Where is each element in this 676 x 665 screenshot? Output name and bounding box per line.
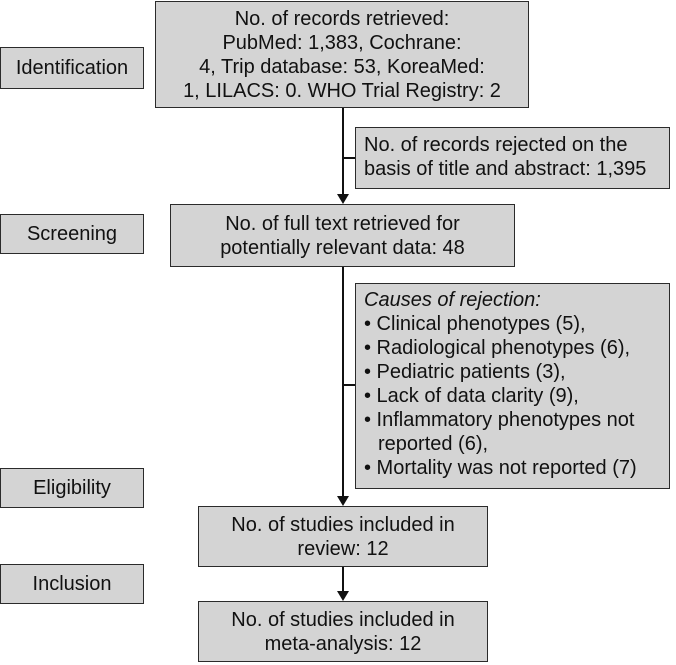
records-retrieved-line: No. of records retrieved: (234, 7, 450, 30)
stage-inclusion: Inclusion (0, 564, 144, 604)
meta-analysis-line: meta-analysis: 12 (264, 632, 422, 655)
review-line: No. of studies included in (231, 513, 455, 536)
stage-identification-label: Identification (15, 57, 129, 79)
full-text-box: No. of full text retrieved for potential… (170, 204, 515, 267)
records-retrieved-box: No. of records retrieved: PubMed: 1,383,… (155, 1, 529, 108)
cause-item: • Lack of data clarity (9), (364, 385, 579, 407)
review-line: review: 12 (297, 537, 389, 560)
records-rejected-line: basis of title and abstract: 1,395 (364, 158, 647, 180)
full-text-line: potentially relevant data: 48 (220, 236, 465, 259)
cause-item: • Inflammatory phenotypes not (364, 409, 635, 431)
records-retrieved-line: 1, LILACS: 0. WHO Trial Registry: 2 (183, 79, 501, 102)
records-retrieved-line: 4, Trip database: 53, KoreaMed: (199, 55, 485, 78)
cause-item: • Radiological phenotypes (6), (364, 337, 631, 359)
flow-arrow-head (337, 591, 349, 601)
flow-arrow-head (337, 194, 349, 204)
meta-analysis-line: No. of studies included in (231, 608, 455, 631)
meta-analysis-box: No. of studies included in meta-analysis… (198, 601, 488, 662)
stage-identification: Identification (0, 47, 144, 89)
causes-title: Causes of rejection: (364, 289, 541, 311)
stage-screening-label: Screening (26, 223, 118, 245)
stage-screening: Screening (0, 214, 144, 254)
stage-eligibility-label: Eligibility (33, 477, 111, 499)
records-rejected-box: No. of records rejected on the basis of … (355, 127, 670, 189)
rejected-branch-line (343, 157, 355, 159)
full-text-line: No. of full text retrieved for (225, 212, 460, 235)
stage-eligibility: Eligibility (0, 468, 144, 508)
records-retrieved-line: PubMed: 1,383, Cochrane: (222, 31, 462, 54)
causes-branch-line (343, 384, 355, 386)
records-rejected-line: No. of records rejected on the (364, 134, 628, 156)
cause-item-continuation: reported (6), (378, 433, 489, 455)
stage-inclusion-label: Inclusion (32, 573, 112, 595)
causes-of-rejection-box: Causes of rejection: • Clinical phenotyp… (355, 283, 670, 489)
flow-arrow-shaft (342, 267, 344, 496)
cause-item: • Mortality was not reported (7) (364, 457, 637, 479)
cause-item: • Clinical phenotypes (5), (364, 313, 586, 335)
review-box: No. of studies included in review: 12 (198, 506, 488, 567)
flow-arrow-shaft (342, 567, 344, 591)
flow-arrow-shaft (342, 108, 344, 194)
cause-item: • Pediatric patients (3), (364, 361, 566, 383)
flow-arrow-head (337, 496, 349, 506)
